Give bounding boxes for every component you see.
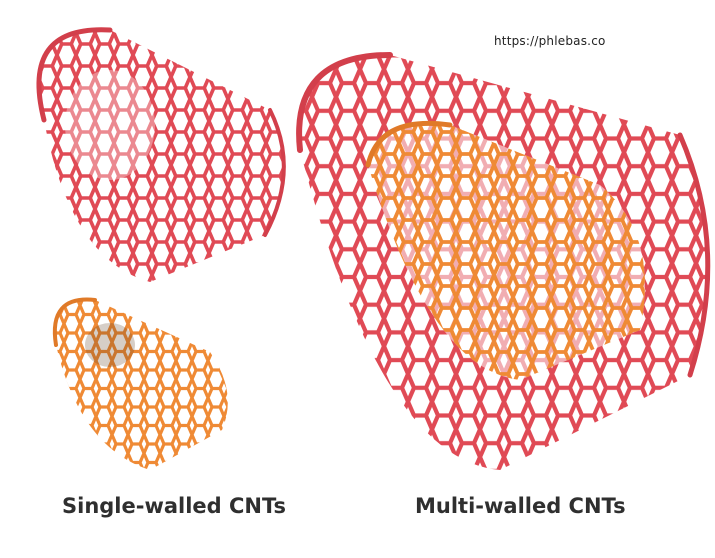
watermark-url: https://phlebas.co	[494, 34, 606, 48]
single-walled-nanotube-small	[40, 290, 240, 480]
caption-multi-walled: Multi-walled CNTs	[415, 494, 626, 518]
caption-single-walled: Single-walled CNTs	[62, 494, 286, 518]
single-walled-nanotube-large	[0, 0, 320, 300]
